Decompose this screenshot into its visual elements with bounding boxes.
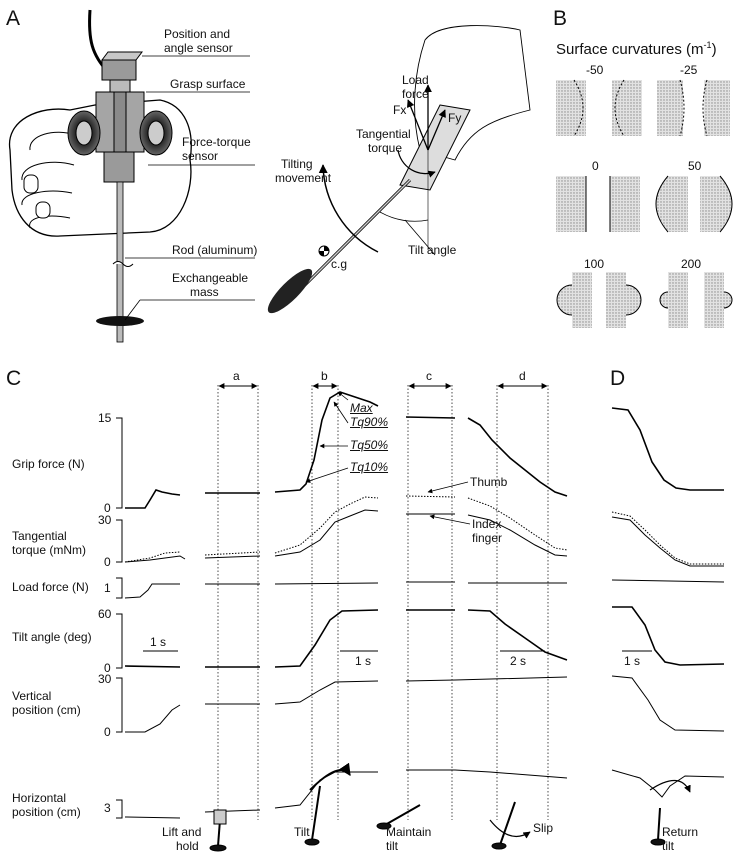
phase-name-return-2: tilt bbox=[662, 839, 674, 853]
row-label-horizontal-2: position (cm) bbox=[12, 805, 81, 819]
label-fx: Fx bbox=[393, 103, 407, 117]
phase-marker-b: b bbox=[321, 369, 328, 383]
phase-name-return-1: Return bbox=[662, 825, 699, 839]
torque-trace bbox=[124, 495, 724, 567]
curvature-swatches bbox=[556, 79, 733, 328]
row-label-vertical-1: Vertical bbox=[12, 689, 52, 703]
phase-name-lift-2: hold bbox=[176, 839, 199, 853]
tilt-angle-trace bbox=[124, 606, 725, 668]
tick-label: 1 bbox=[104, 581, 111, 595]
label-force-torque-1: Force-torque bbox=[182, 135, 251, 149]
row-label-vertical-2: position (cm) bbox=[12, 703, 81, 717]
row-label-torque-1: Tangential bbox=[12, 529, 67, 543]
panel-letter-b: B bbox=[553, 7, 568, 30]
panel-letter-c: C bbox=[6, 367, 22, 390]
curvature-title: Surface curvatures (m-1) bbox=[556, 40, 717, 58]
threshold-tq50: Tq50% bbox=[350, 438, 389, 452]
phase-name-maintain-1: Maintain bbox=[386, 825, 432, 839]
phase-icons bbox=[209, 762, 691, 852]
tick-label: 15 bbox=[98, 411, 112, 425]
threshold-tq10: Tq10% bbox=[350, 460, 389, 474]
trace-axes bbox=[116, 417, 123, 819]
tick-label: 0 bbox=[104, 725, 111, 739]
curvature-value: 200 bbox=[681, 257, 702, 271]
tick-label: 0 bbox=[104, 555, 111, 569]
label-thumb: Thumb bbox=[470, 475, 508, 489]
tick-label: 60 bbox=[98, 607, 112, 621]
panel-letter-d: D bbox=[610, 367, 626, 390]
label-tilting-movement-1: Tilting bbox=[281, 157, 313, 171]
threshold-markers bbox=[305, 391, 471, 525]
label-fy: Fy bbox=[448, 111, 462, 125]
scale-bar-label: 2 s bbox=[510, 654, 527, 668]
threshold-tq90: Tq90% bbox=[350, 415, 389, 429]
phase-name-maintain-2: tilt bbox=[386, 839, 398, 853]
label-tangential-torque-2: torque bbox=[368, 141, 403, 155]
phase-name-lift-1: Lift and bbox=[162, 825, 202, 839]
phase-marker-c: c bbox=[426, 369, 432, 383]
label-tilt-angle: Tilt angle bbox=[408, 243, 457, 257]
label-cg: c.g bbox=[331, 257, 348, 271]
phase-marker-a: a bbox=[233, 369, 240, 383]
scale-bar-label: 1 s bbox=[355, 654, 372, 668]
scale-bar-label: 1 s bbox=[624, 654, 641, 668]
phase-name-tilt: Tilt bbox=[294, 825, 310, 839]
row-label-grip-force: Grip force (N) bbox=[12, 457, 85, 471]
vertical-position-trace bbox=[125, 675, 725, 733]
label-force-torque-2: sensor bbox=[182, 149, 219, 163]
row-label-load-force: Load force (N) bbox=[12, 580, 89, 594]
scale-bar-label: 1 s bbox=[150, 635, 167, 649]
tick-label: 0 bbox=[104, 661, 111, 675]
curvature-value: -50 bbox=[586, 63, 604, 77]
label-load-force-1: Load bbox=[402, 73, 429, 87]
label-index-2: finger bbox=[472, 531, 503, 545]
label-rod: Rod (aluminum) bbox=[172, 243, 258, 257]
tick-label: 30 bbox=[98, 513, 112, 527]
tick-label: 0 bbox=[104, 501, 111, 515]
phase-boxes bbox=[217, 385, 549, 820]
label-mass-2: mass bbox=[190, 285, 219, 299]
label-position-sensor-2: angle sensor bbox=[164, 41, 233, 55]
tilt-schematic bbox=[267, 25, 531, 314]
device-illustration bbox=[9, 9, 255, 343]
grip-force-trace bbox=[125, 391, 724, 509]
tick-label: 30 bbox=[98, 672, 112, 686]
label-position-sensor-1: Position and bbox=[164, 27, 231, 41]
row-label-torque-2: torque (mNm) bbox=[12, 543, 87, 557]
label-grasp-surface: Grasp surface bbox=[170, 77, 246, 91]
row-label-tilt-angle: Tilt angle (deg) bbox=[12, 630, 92, 644]
row-label-horizontal-1: Horizontal bbox=[12, 791, 67, 805]
label-mass-1: Exchangeable bbox=[172, 271, 249, 285]
tick-label: 3 bbox=[104, 801, 111, 815]
curvature-value: 100 bbox=[584, 257, 605, 271]
curvature-value: 50 bbox=[688, 159, 702, 173]
label-load-force-2: force bbox=[402, 87, 429, 101]
curvature-value: 0 bbox=[592, 159, 599, 173]
curvature-value: -25 bbox=[680, 63, 698, 77]
phase-name-slip: Slip bbox=[533, 821, 554, 835]
phase-marker-d: d bbox=[519, 369, 526, 383]
label-tangential-torque-1: Tangential bbox=[356, 127, 411, 141]
panel-letter-a: A bbox=[6, 7, 21, 30]
load-force-trace bbox=[124, 579, 725, 599]
label-tilting-movement-2: movement bbox=[275, 171, 332, 185]
label-index-1: Index bbox=[472, 517, 502, 531]
threshold-max: Max bbox=[350, 401, 373, 415]
